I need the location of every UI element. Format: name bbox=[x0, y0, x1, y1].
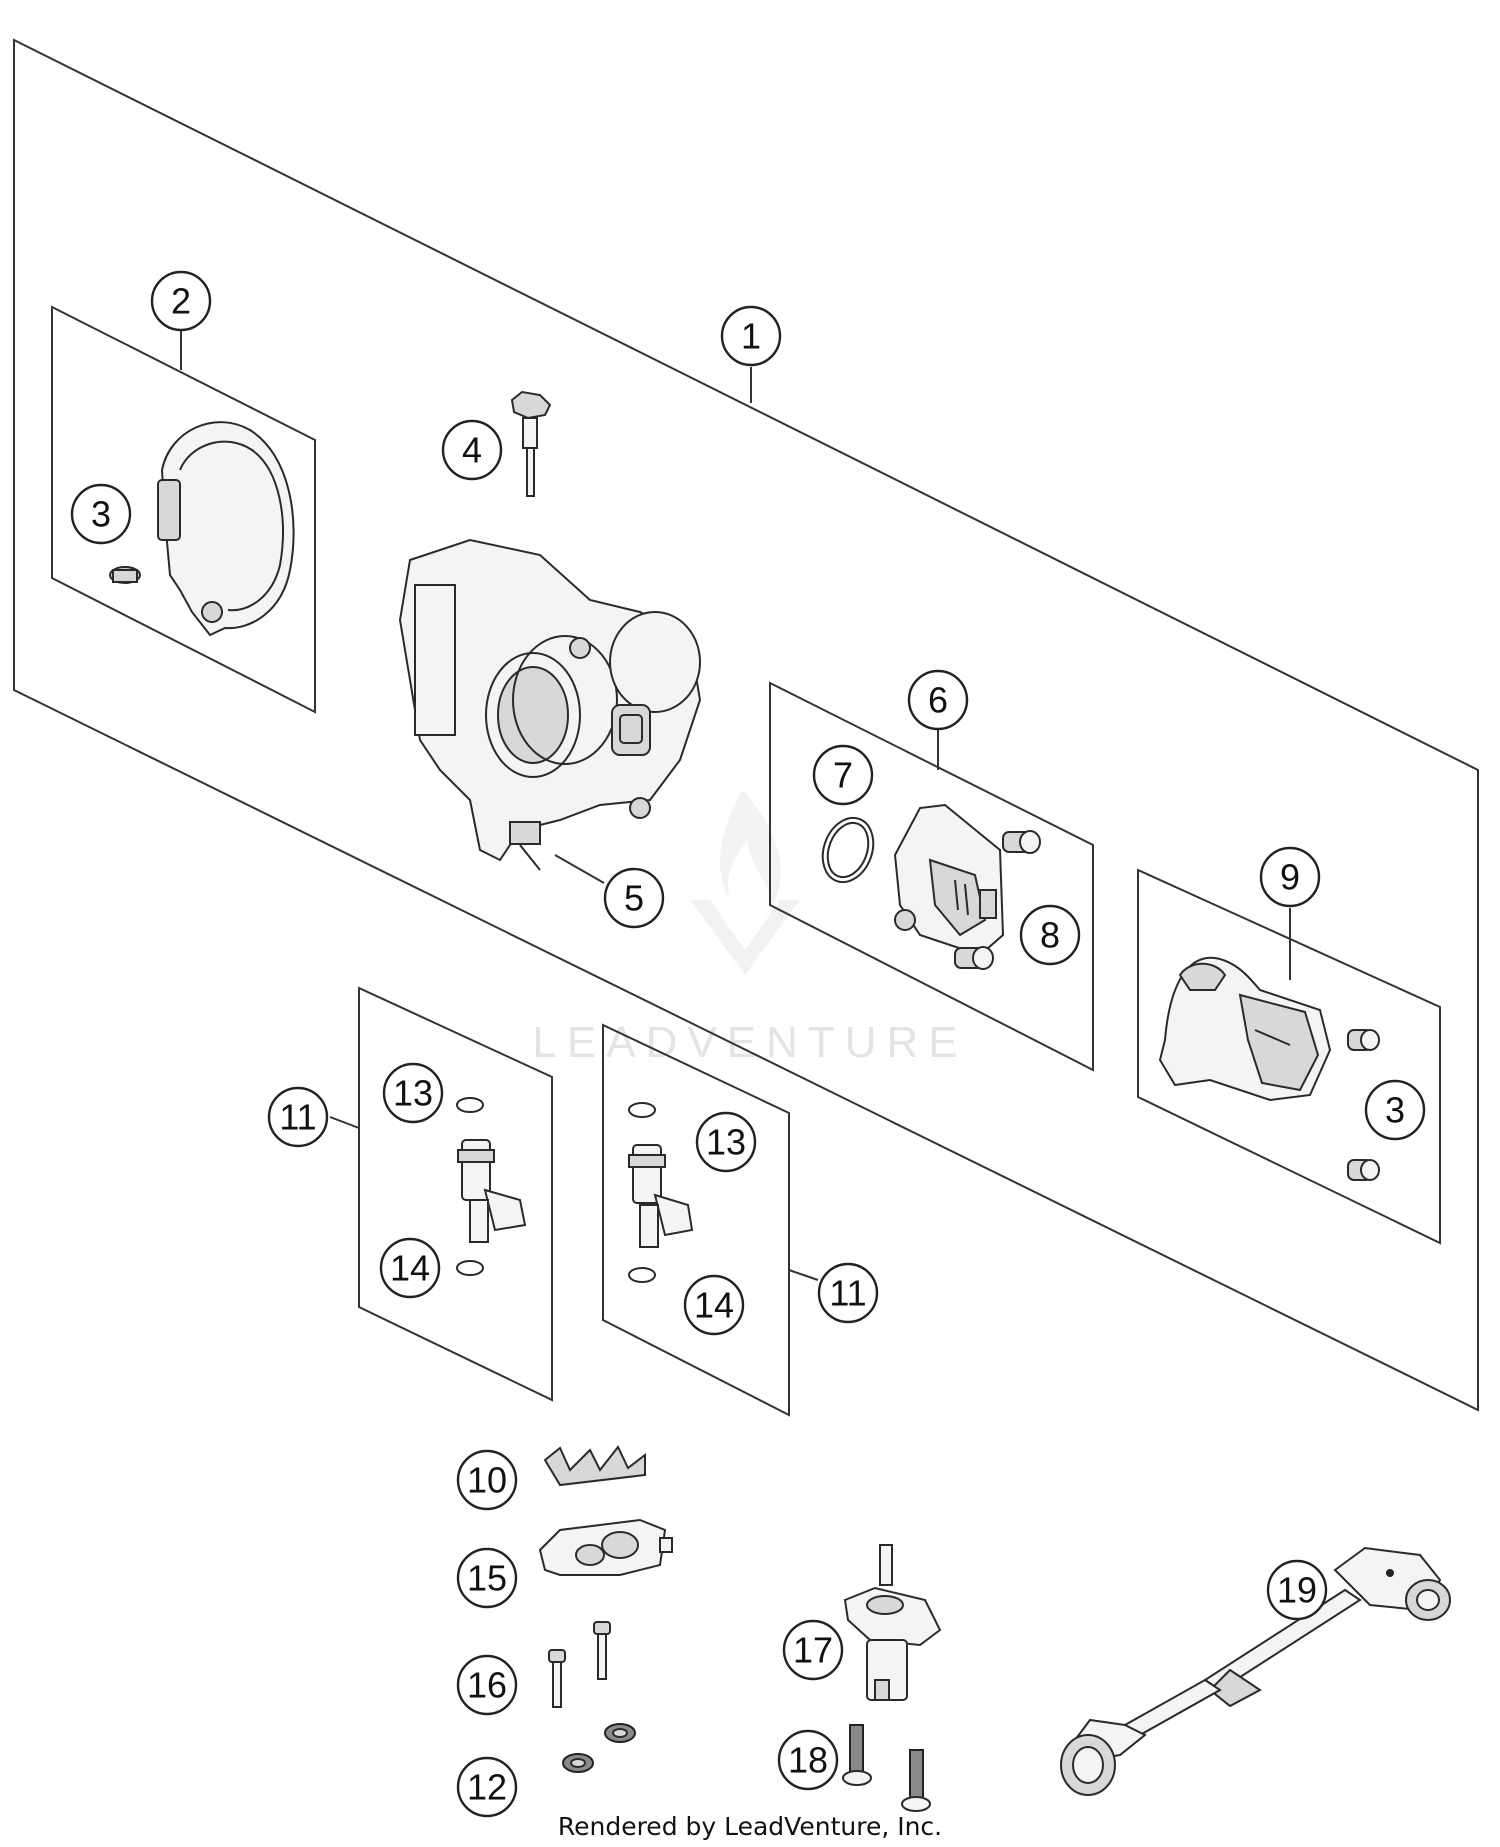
svg-text:7: 7 bbox=[833, 755, 853, 796]
o-ring-part bbox=[821, 816, 875, 884]
svg-text:6: 6 bbox=[928, 680, 948, 721]
callout-5: 5 bbox=[603, 867, 665, 929]
callout-13-left: 13 bbox=[382, 1062, 444, 1124]
panel-item-2 bbox=[51, 305, 316, 714]
svg-text:13: 13 bbox=[393, 1073, 433, 1114]
callout-3-left: 3 bbox=[70, 483, 132, 545]
callout-1: 1 bbox=[720, 305, 782, 367]
callout-12: 12 bbox=[456, 1756, 518, 1818]
svg-text:9: 9 bbox=[1280, 857, 1300, 898]
svg-text:2: 2 bbox=[171, 281, 191, 322]
svg-text:1: 1 bbox=[741, 316, 761, 357]
bolt-part bbox=[109, 566, 141, 584]
callout-17: 17 bbox=[782, 1619, 844, 1681]
svg-text:14: 14 bbox=[390, 1248, 430, 1289]
svg-text:4: 4 bbox=[462, 430, 482, 471]
flame-logo-watermark-icon bbox=[690, 790, 800, 975]
callout-15: 15 bbox=[456, 1547, 518, 1609]
callout-18: 18 bbox=[777, 1729, 839, 1791]
callout-7: 7 bbox=[812, 744, 874, 806]
panel-item-11-left bbox=[358, 986, 553, 1402]
callout-8: 8 bbox=[1019, 904, 1081, 966]
callout-4: 4 bbox=[441, 419, 503, 481]
svg-text:12: 12 bbox=[467, 1767, 507, 1808]
footer-credit: Rendered by LeadVenture, Inc. bbox=[557, 1812, 943, 1841]
svg-text:8: 8 bbox=[1040, 915, 1060, 956]
svg-text:19: 19 bbox=[1277, 1570, 1317, 1611]
callout-11-left: 11 bbox=[267, 1086, 329, 1148]
clip-part bbox=[543, 1445, 646, 1487]
callout-14-left: 14 bbox=[379, 1237, 441, 1299]
svg-text:3: 3 bbox=[1385, 1090, 1405, 1131]
callout-19: 19 bbox=[1266, 1559, 1328, 1621]
svg-text:10: 10 bbox=[467, 1460, 507, 1501]
callout-9: 9 bbox=[1259, 846, 1321, 908]
svg-text:5: 5 bbox=[624, 878, 644, 919]
callout-2: 2 bbox=[150, 270, 212, 332]
rail-screws-part bbox=[548, 1621, 611, 1708]
sensor-cover-part bbox=[1158, 956, 1332, 1102]
sensor-mount-screws-part bbox=[842, 1724, 931, 1812]
pressure-sensor-part bbox=[843, 1544, 942, 1701]
callout-11-right: 11 bbox=[817, 1262, 879, 1324]
cable-sensor-part bbox=[1060, 1546, 1451, 1796]
fuel-rail-part bbox=[538, 1518, 673, 1576]
throttle-sensor-part bbox=[893, 803, 1005, 957]
adjust-screw-part bbox=[510, 390, 552, 497]
callout-3-right: 3 bbox=[1364, 1079, 1426, 1141]
throttle-body-part bbox=[398, 538, 702, 871]
leader-lines bbox=[180, 331, 1291, 1281]
svg-text:18: 18 bbox=[788, 1740, 828, 1781]
panel-item-9 bbox=[1137, 868, 1441, 1245]
injector-right-part bbox=[628, 1102, 694, 1283]
svg-text:11: 11 bbox=[829, 1273, 866, 1314]
injector-left-part bbox=[456, 1097, 527, 1276]
cover-gasket-part bbox=[157, 421, 295, 637]
seal-washers-part bbox=[562, 1723, 636, 1773]
cover-screws-part bbox=[1347, 1029, 1380, 1181]
callout-10: 10 bbox=[456, 1449, 518, 1511]
callout-13-right: 13 bbox=[695, 1111, 757, 1173]
main-assembly-outline bbox=[13, 38, 1479, 1412]
panel-item-11-right bbox=[602, 1023, 790, 1417]
svg-text:15: 15 bbox=[467, 1558, 507, 1599]
svg-text:16: 16 bbox=[467, 1665, 507, 1706]
callout-6: 6 bbox=[907, 669, 969, 731]
sensor-screws-part bbox=[954, 830, 1041, 970]
svg-text:3: 3 bbox=[91, 494, 111, 535]
panel-item-6 bbox=[769, 681, 1094, 1072]
svg-text:13: 13 bbox=[706, 1122, 746, 1163]
callout-14-right: 14 bbox=[683, 1274, 745, 1336]
callout-16: 16 bbox=[456, 1654, 518, 1716]
svg-text:14: 14 bbox=[694, 1285, 734, 1326]
svg-text:17: 17 bbox=[793, 1630, 833, 1671]
svg-text:11: 11 bbox=[279, 1097, 316, 1138]
